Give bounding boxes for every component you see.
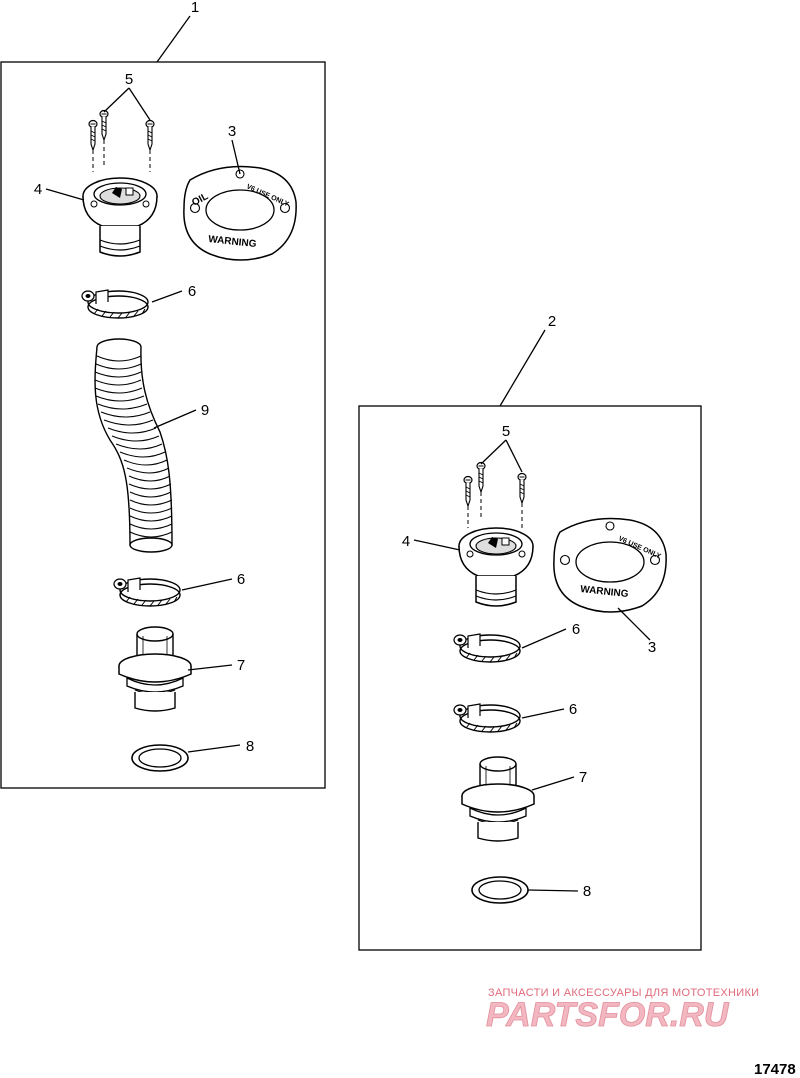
kit-1-deck-fitting xyxy=(118,626,192,712)
kit-1-callout-9: 9 xyxy=(201,402,209,419)
kit-2-frame xyxy=(358,405,702,951)
kit-2-callout-8: 8 xyxy=(583,883,591,900)
kit-2-callout-6a: 6 xyxy=(572,621,580,638)
kit-2-callout-6b: 6 xyxy=(569,701,577,718)
kit-1-flexible-hose xyxy=(94,338,173,553)
kit-1-warning-plate: OIL V6 USE ONLY WARNING xyxy=(183,165,297,261)
kit-1-callout-6b: 6 xyxy=(237,571,245,588)
svg-text:WARNING: WARNING xyxy=(208,234,257,250)
kit-1-callout-5: 5 xyxy=(125,71,133,88)
kit-2-label: 2 xyxy=(548,313,556,330)
kit-1-hose-clamp-upper xyxy=(81,289,149,319)
kit-1-hose-clamp-lower xyxy=(113,577,181,607)
watermark-tagline: ЗАПЧАСТИ И АКСЕССУАРЫ ДЛЯ МОТОТЕХНИКИ xyxy=(488,987,759,999)
kit-1-callout-4: 4 xyxy=(34,181,42,198)
kit-2-callout-4: 4 xyxy=(402,533,410,550)
kit-2-callout-7: 7 xyxy=(579,769,587,786)
kit-2-warning-plate: V6 USE ONLY WARNING xyxy=(553,517,667,613)
watermark: ЗАПЧАСТИ И АКСЕССУАРЫ ДЛЯ МОТОТЕХНИКИ PA… xyxy=(486,987,759,1034)
kit-2-hose-clamp-lower xyxy=(453,703,521,733)
kit-1-callout-3: 3 xyxy=(228,123,236,140)
kit-1-callout-7: 7 xyxy=(237,657,245,674)
watermark-brand: PARTSFOR.RU xyxy=(486,996,730,1034)
kit-2: 2 5 4 V6 USE ONLY WARNING 3 6 xyxy=(358,313,702,951)
kit-2-callout-5: 5 xyxy=(502,423,510,440)
kit-1-gasket xyxy=(131,744,189,772)
kit-2-hose-clamp-upper xyxy=(453,633,521,663)
kit-1: 1 5 4 OIL V6 USE ONLY WARNING 3 6 xyxy=(0,0,326,789)
kit-2-gasket xyxy=(471,876,529,904)
kit-2-screws xyxy=(463,439,527,528)
drawing-number: 17478 xyxy=(754,1061,796,1078)
kit-1-filler-neck xyxy=(82,177,158,257)
kit-2-filler-neck xyxy=(458,527,534,607)
kit-2-deck-fitting xyxy=(461,756,535,842)
kit-1-callout-6a: 6 xyxy=(188,283,196,300)
kit-1-frame xyxy=(0,61,326,789)
svg-text:WARNING: WARNING xyxy=(580,584,629,600)
kit-1-callout-8: 8 xyxy=(246,738,254,755)
kit-2-callout-3: 3 xyxy=(648,639,656,656)
kit-1-screws xyxy=(88,87,155,172)
kit-1-label: 1 xyxy=(191,0,199,16)
